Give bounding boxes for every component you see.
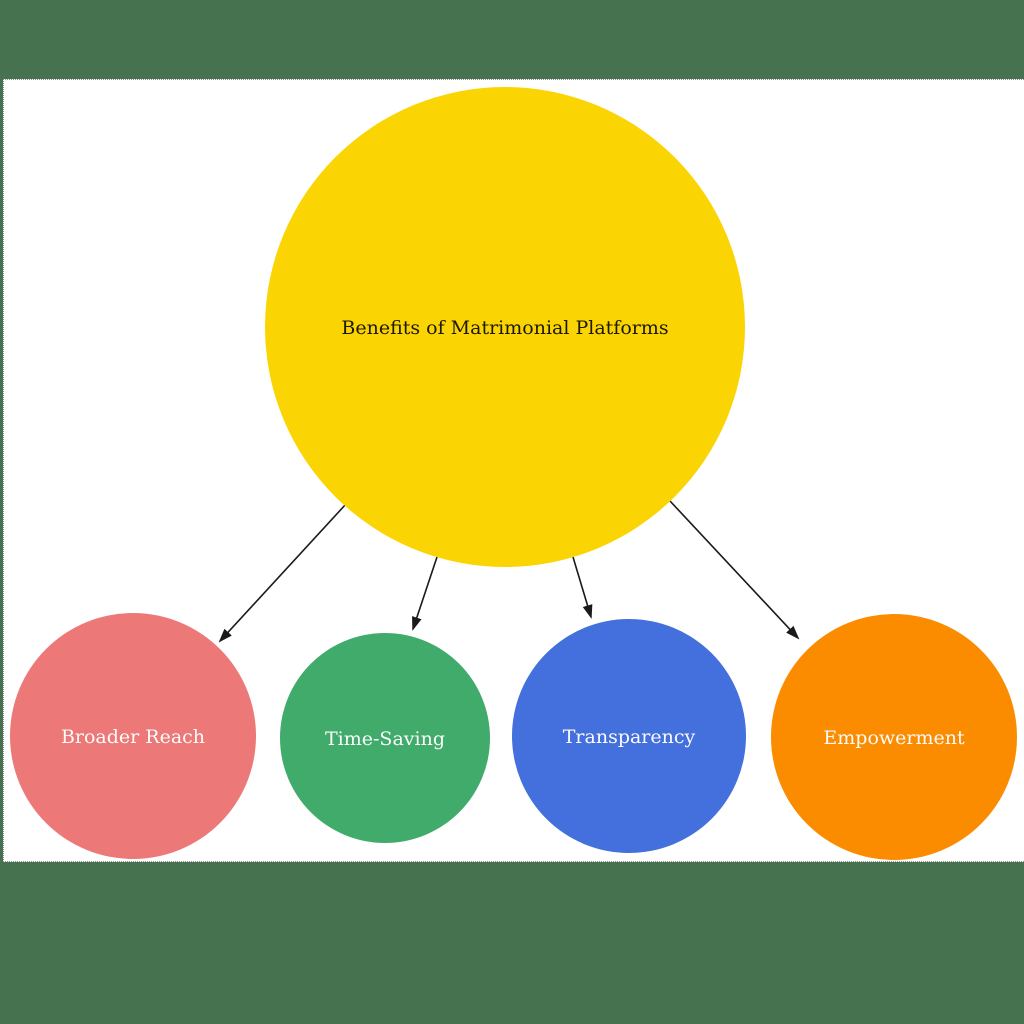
node-transparency: Transparency [512,619,746,853]
diagram-canvas: Benefits of Matrimonial Platforms Broade… [3,79,1024,862]
node-transparency-label: Transparency [563,726,696,748]
node-root: Benefits of Matrimonial Platforms [265,87,745,567]
edge-root-to-empowerment [669,500,800,640]
node-time-saving: Time-Saving [280,633,490,843]
node-empowerment-circle [771,614,1017,860]
node-broader-reach: Broader Reach [10,613,256,859]
node-empowerment-label: Empowerment [823,727,965,749]
node-broader-reach-label: Broader Reach [61,726,205,748]
node-root-label: Benefits of Matrimonial Platforms [341,317,668,339]
node-transparency-circle [512,619,746,853]
benefits-flowchart: Benefits of Matrimonial Platforms Broade… [10,87,1017,860]
node-time-saving-label: Time-Saving [325,728,445,750]
edge-root-to-broader-reach [218,503,347,643]
edge-root-to-time-saving [412,553,439,631]
node-time-saving-circle [280,633,490,843]
edge-group [218,500,800,643]
node-broader-reach-circle [10,613,256,859]
edge-root-to-transparency [572,556,593,619]
node-root-circle [265,87,745,567]
node-empowerment: Empowerment [771,614,1017,860]
